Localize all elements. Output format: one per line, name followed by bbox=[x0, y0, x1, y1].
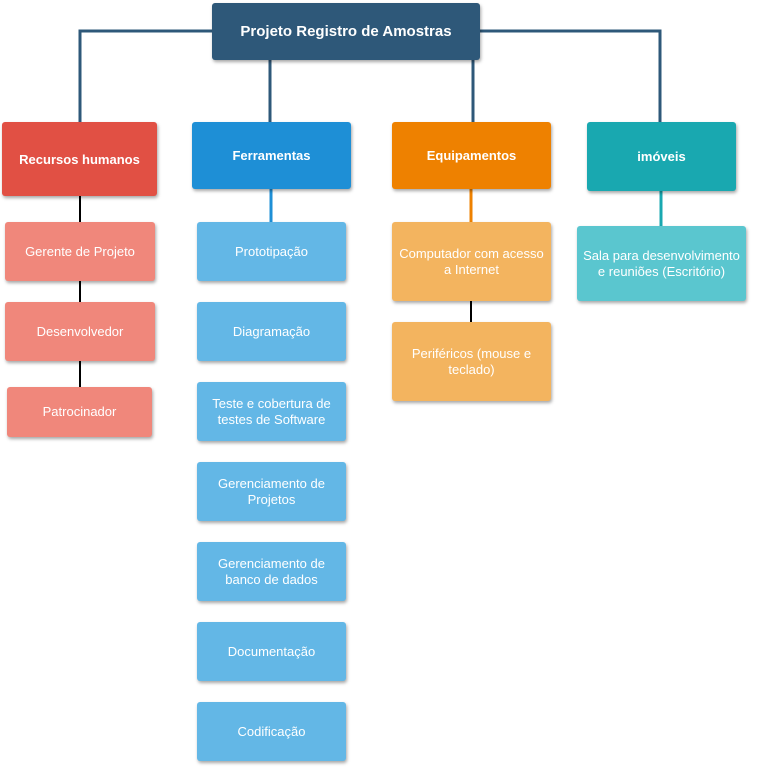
child-sala: Sala para desenvolvimento e reuniões (Es… bbox=[577, 226, 746, 301]
child-teste-e-cobertura: Teste e cobertura de testes de Software bbox=[197, 382, 346, 441]
category-title: Equipamentos bbox=[426, 148, 517, 163]
child-label: Codificação bbox=[237, 723, 306, 739]
child-label: Patrocinador bbox=[42, 404, 117, 419]
child-label: Teste e cobertura de testes de Software bbox=[212, 395, 331, 427]
child-perifericos: Periféricos (mouse e teclado) bbox=[392, 322, 551, 401]
child-label: Desenvolvedor bbox=[36, 323, 124, 339]
root-title: Projeto Registro de Amostras bbox=[240, 23, 452, 40]
child-label: Periféricos (mouse e teclado) bbox=[411, 345, 532, 377]
child-label: Prototipação bbox=[235, 243, 308, 259]
root-node: Projeto Registro de Amostras bbox=[212, 3, 480, 60]
child-gerente-de-projeto: Gerente de Projeto bbox=[5, 222, 155, 281]
child-label: Gerente de Projeto bbox=[25, 243, 135, 259]
child-gerenciamento-de-banco-de-dados: Gerenciamento de banco de dados bbox=[197, 542, 346, 601]
category-title: Ferramentas bbox=[232, 148, 311, 163]
category-ferramentas: Ferramentas bbox=[192, 122, 351, 189]
child-label: Computador com acesso a Internet bbox=[399, 245, 544, 277]
child-label: Sala para desenvolvimento e reuniões (Es… bbox=[583, 247, 740, 279]
category-imoveis: imóveis bbox=[587, 122, 736, 191]
child-label: Documentação bbox=[227, 643, 316, 659]
category-equipamentos: Equipamentos bbox=[392, 122, 551, 189]
child-label: Gerenciamento de banco de dados bbox=[218, 555, 325, 587]
category-title: Recursos humanos bbox=[19, 151, 140, 167]
child-codificacao: Codificação bbox=[197, 702, 346, 761]
child-computador: Computador com acesso a Internet bbox=[392, 222, 551, 301]
child-label: Gerenciamento de Projetos bbox=[218, 475, 325, 507]
category-recursos-humanos: Recursos humanos bbox=[2, 122, 157, 196]
category-title: imóveis bbox=[637, 149, 686, 164]
child-diagramacao: Diagramação bbox=[197, 302, 346, 361]
child-gerenciamento-de-projetos: Gerenciamento de Projetos bbox=[197, 462, 346, 521]
child-documentacao: Documentação bbox=[197, 622, 346, 681]
child-desenvolvedor: Desenvolvedor bbox=[5, 302, 155, 361]
child-patrocinador: Patrocinador bbox=[7, 387, 152, 437]
child-prototipacao: Prototipação bbox=[197, 222, 346, 281]
child-label: Diagramação bbox=[232, 323, 311, 339]
